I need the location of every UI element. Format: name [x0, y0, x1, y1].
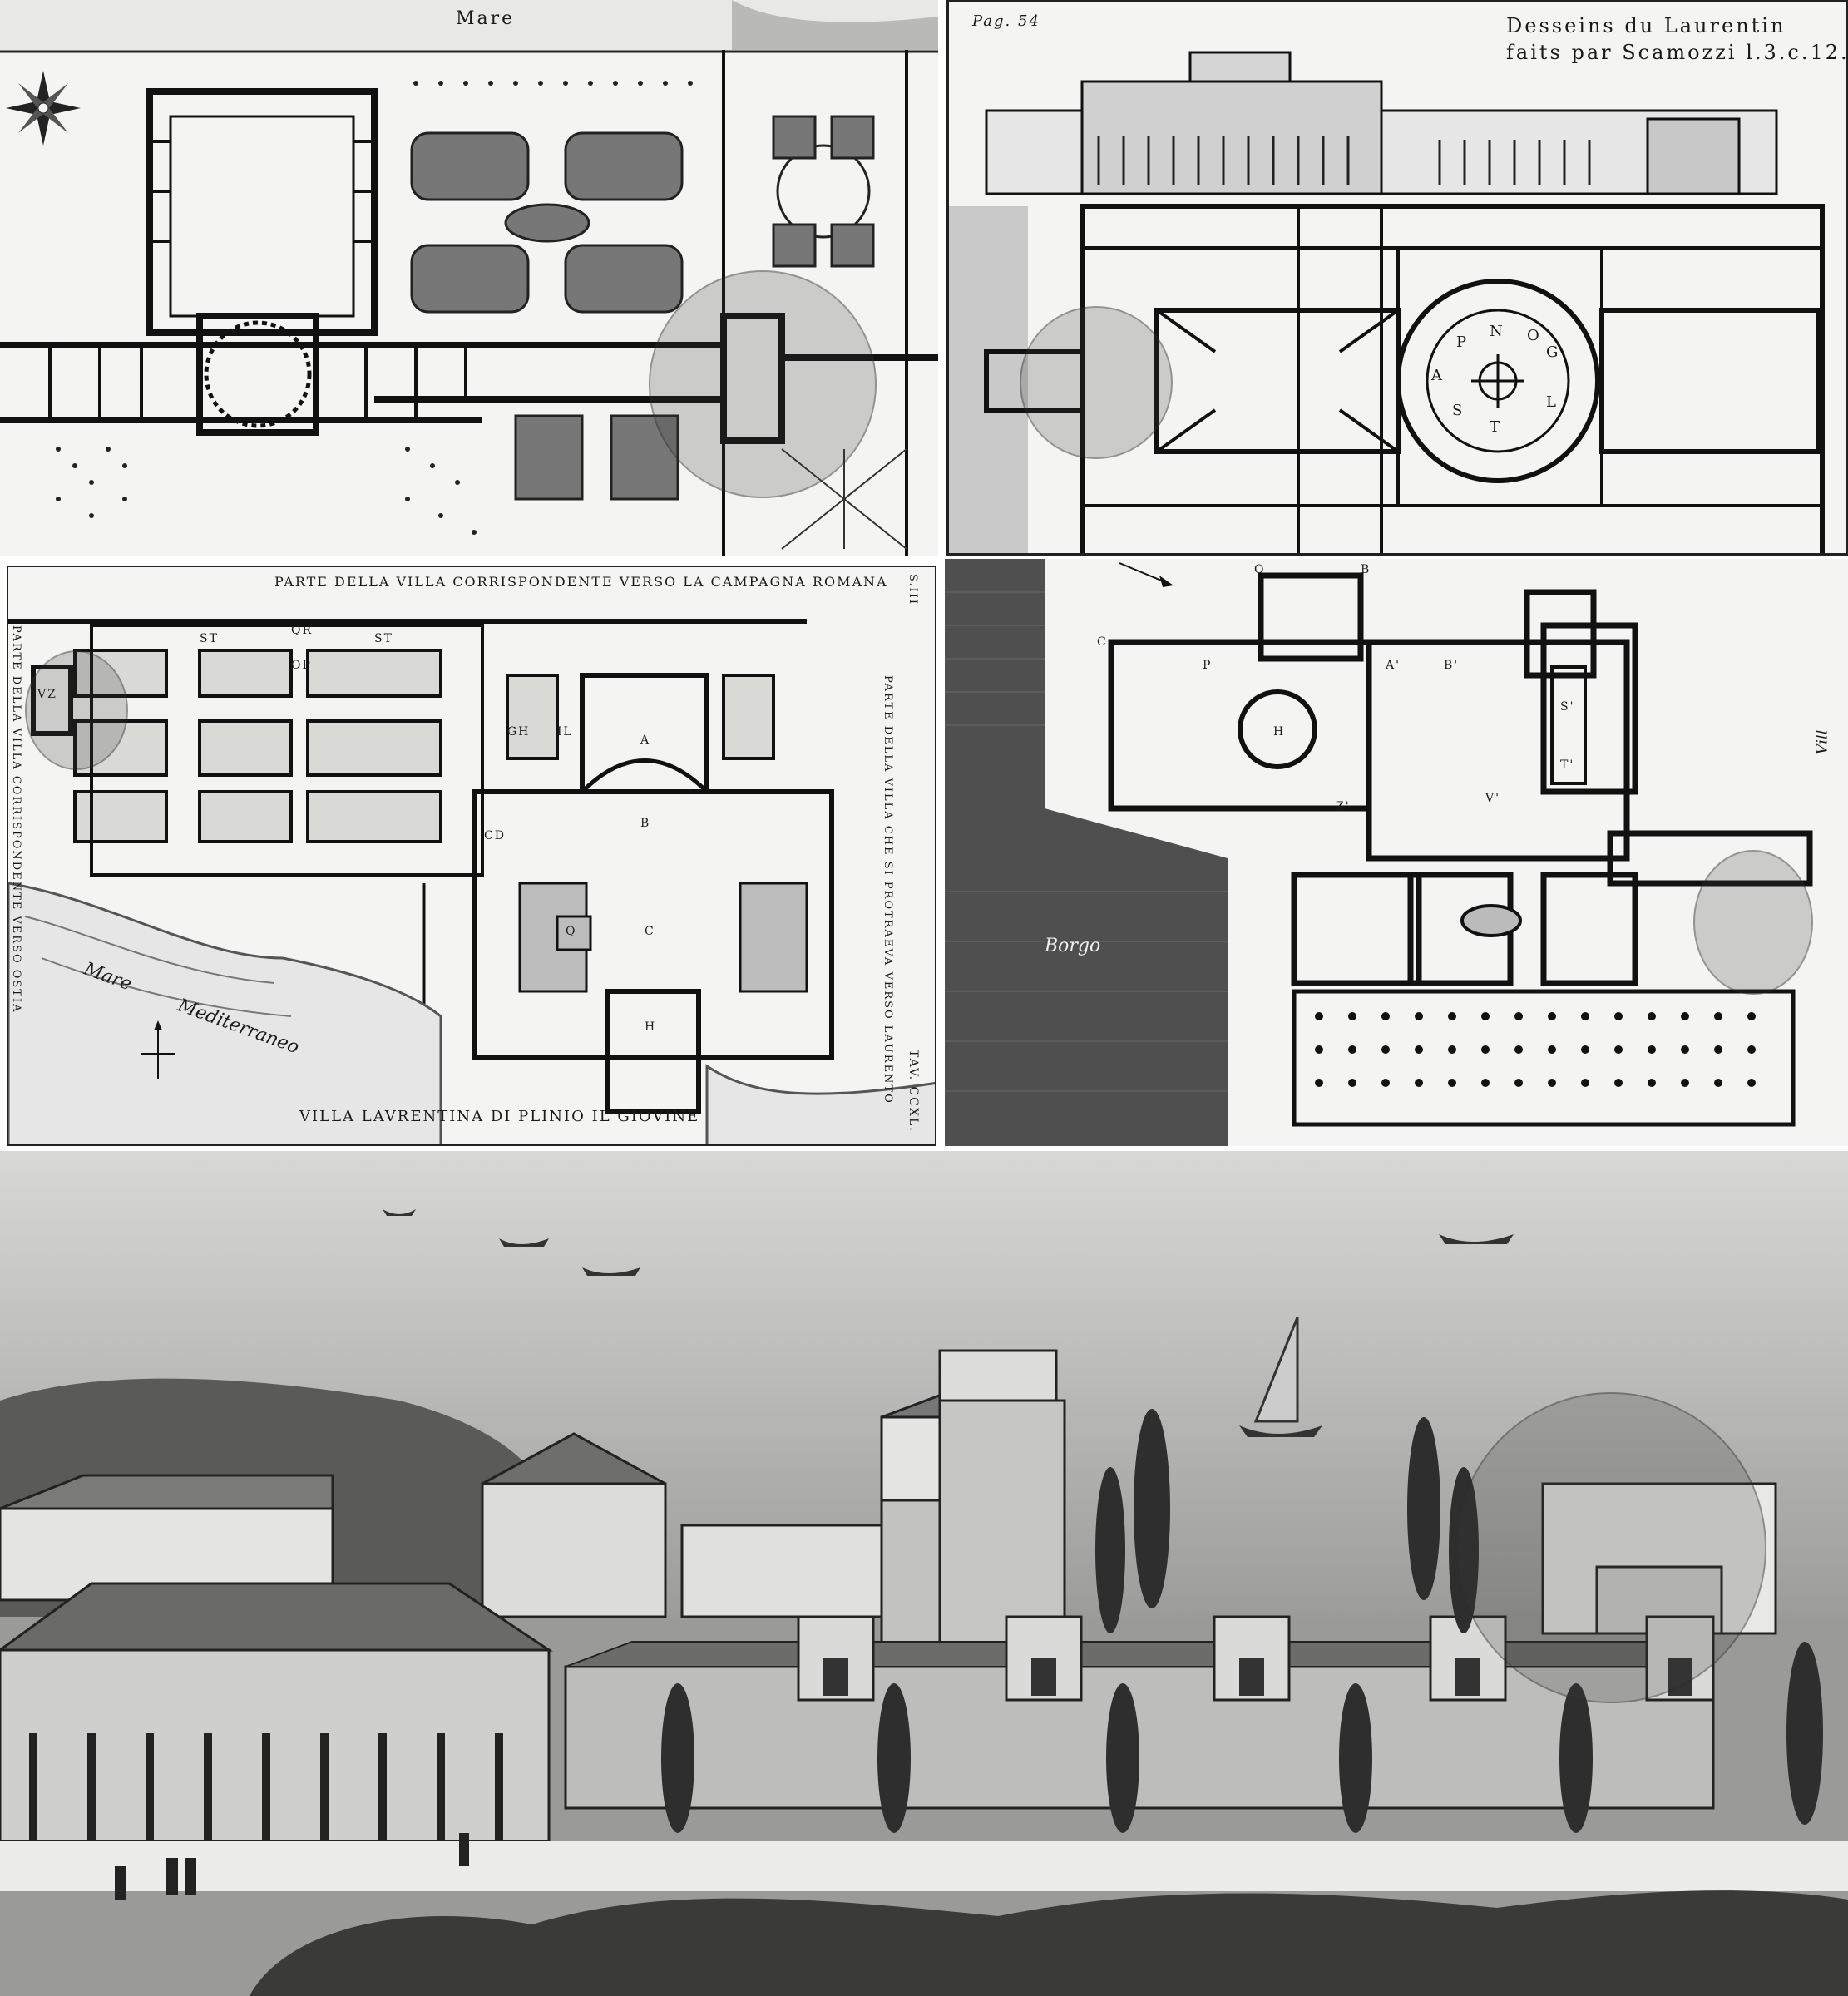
room-label: C	[645, 925, 655, 938]
plan-drawing-mid-right	[945, 559, 1813, 1146]
room-label: C	[1097, 635, 1108, 649]
room-label: ST	[374, 632, 393, 645]
room-label: A'	[1386, 659, 1401, 672]
compass-rose-icon	[6, 71, 81, 146]
highlight-circle	[649, 270, 877, 498]
edge-label: Vill	[1813, 729, 1831, 755]
direction-arrow-icon	[1119, 562, 1174, 587]
room-label: OP	[291, 659, 312, 672]
tree-rows	[56, 81, 693, 535]
compass-letter: P	[1456, 333, 1469, 351]
compass-letter: T	[1490, 418, 1502, 436]
compass-symbol-icon	[1471, 354, 1524, 408]
villa-perspective-drawing	[0, 1151, 1848, 1996]
plan-drawing-top-right	[949, 51, 1825, 553]
room-label: B	[1361, 563, 1371, 576]
plan-drawing-top-left	[0, 0, 938, 556]
town-label: Borgo	[1045, 936, 1101, 956]
compass-letter: O	[1527, 327, 1541, 344]
room-label: O	[1254, 563, 1266, 576]
room-label: P	[1203, 659, 1213, 672]
highlight-circle	[25, 650, 128, 770]
room-label: H	[1273, 725, 1286, 739]
room-label: H	[645, 1020, 657, 1034]
room-label: ST	[200, 632, 219, 645]
highlight-circle	[1455, 1392, 1766, 1703]
plate-number: TAV. CCXL.	[907, 1050, 920, 1133]
engraving-panel-bottom	[0, 1151, 1848, 1996]
plan-panel-mid-right: Borgo Vill O B C P H A' B' S' T' V' Z'	[945, 559, 1848, 1146]
right-side-caption: PARTE DELLA VILLA CHE SI PROTRAEVA VERSO…	[882, 675, 894, 1104]
plan-panel-mid-left: PARTE DELLA VILLA CORRISPONDENTE VERSO L…	[7, 566, 936, 1146]
plan-panel-top-right: Pag. 54 Desseins du Laurentin faits par …	[946, 0, 1848, 556]
room-label: Z'	[1336, 800, 1351, 813]
bottom-caption: VILLA LAVRENTINA DI PLINIO IL GIOVINE	[299, 1108, 700, 1125]
corner-mark: S.III	[907, 574, 919, 605]
room-label: S'	[1560, 700, 1575, 714]
plate-title-line2: faits par Scamozzi l.3.c.12.	[1506, 41, 1848, 64]
compass-letter: A	[1431, 367, 1444, 384]
room-label: QR	[291, 624, 314, 637]
highlight-circle	[1693, 850, 1813, 995]
room-label: T'	[1560, 758, 1575, 772]
room-label: A	[640, 734, 651, 747]
page-number: Pag. 54	[972, 12, 1040, 30]
compass-letter: G	[1546, 343, 1560, 361]
room-label: V'	[1485, 792, 1500, 805]
compass-letter: S	[1452, 402, 1465, 419]
plate-title-line1: Desseins du Laurentin	[1506, 14, 1786, 37]
room-label: Q	[566, 925, 577, 938]
compass-letter: N	[1490, 323, 1505, 340]
plan-panel-top-left: Mare	[0, 0, 938, 556]
room-label: CD	[484, 829, 506, 842]
north-arrow-icon	[141, 1020, 175, 1079]
boats	[383, 1209, 1514, 1437]
top-caption: PARTE DELLA VILLA CORRISPONDENTE VERSO L…	[274, 574, 888, 590]
room-label: IL	[557, 725, 573, 739]
sea-label: Mare	[456, 8, 516, 29]
plan-drawing-mid-left	[8, 619, 935, 1144]
room-label: GH	[507, 725, 531, 739]
left-side-caption: PARTE DELLA VILLA CORRISPONDENTE VERSO O…	[10, 625, 22, 1014]
orchard-dots	[1315, 1012, 1756, 1087]
compass-letter: L	[1546, 393, 1558, 411]
room-label: B'	[1444, 659, 1460, 672]
room-label: B	[640, 817, 651, 830]
highlight-circle	[1020, 306, 1173, 459]
